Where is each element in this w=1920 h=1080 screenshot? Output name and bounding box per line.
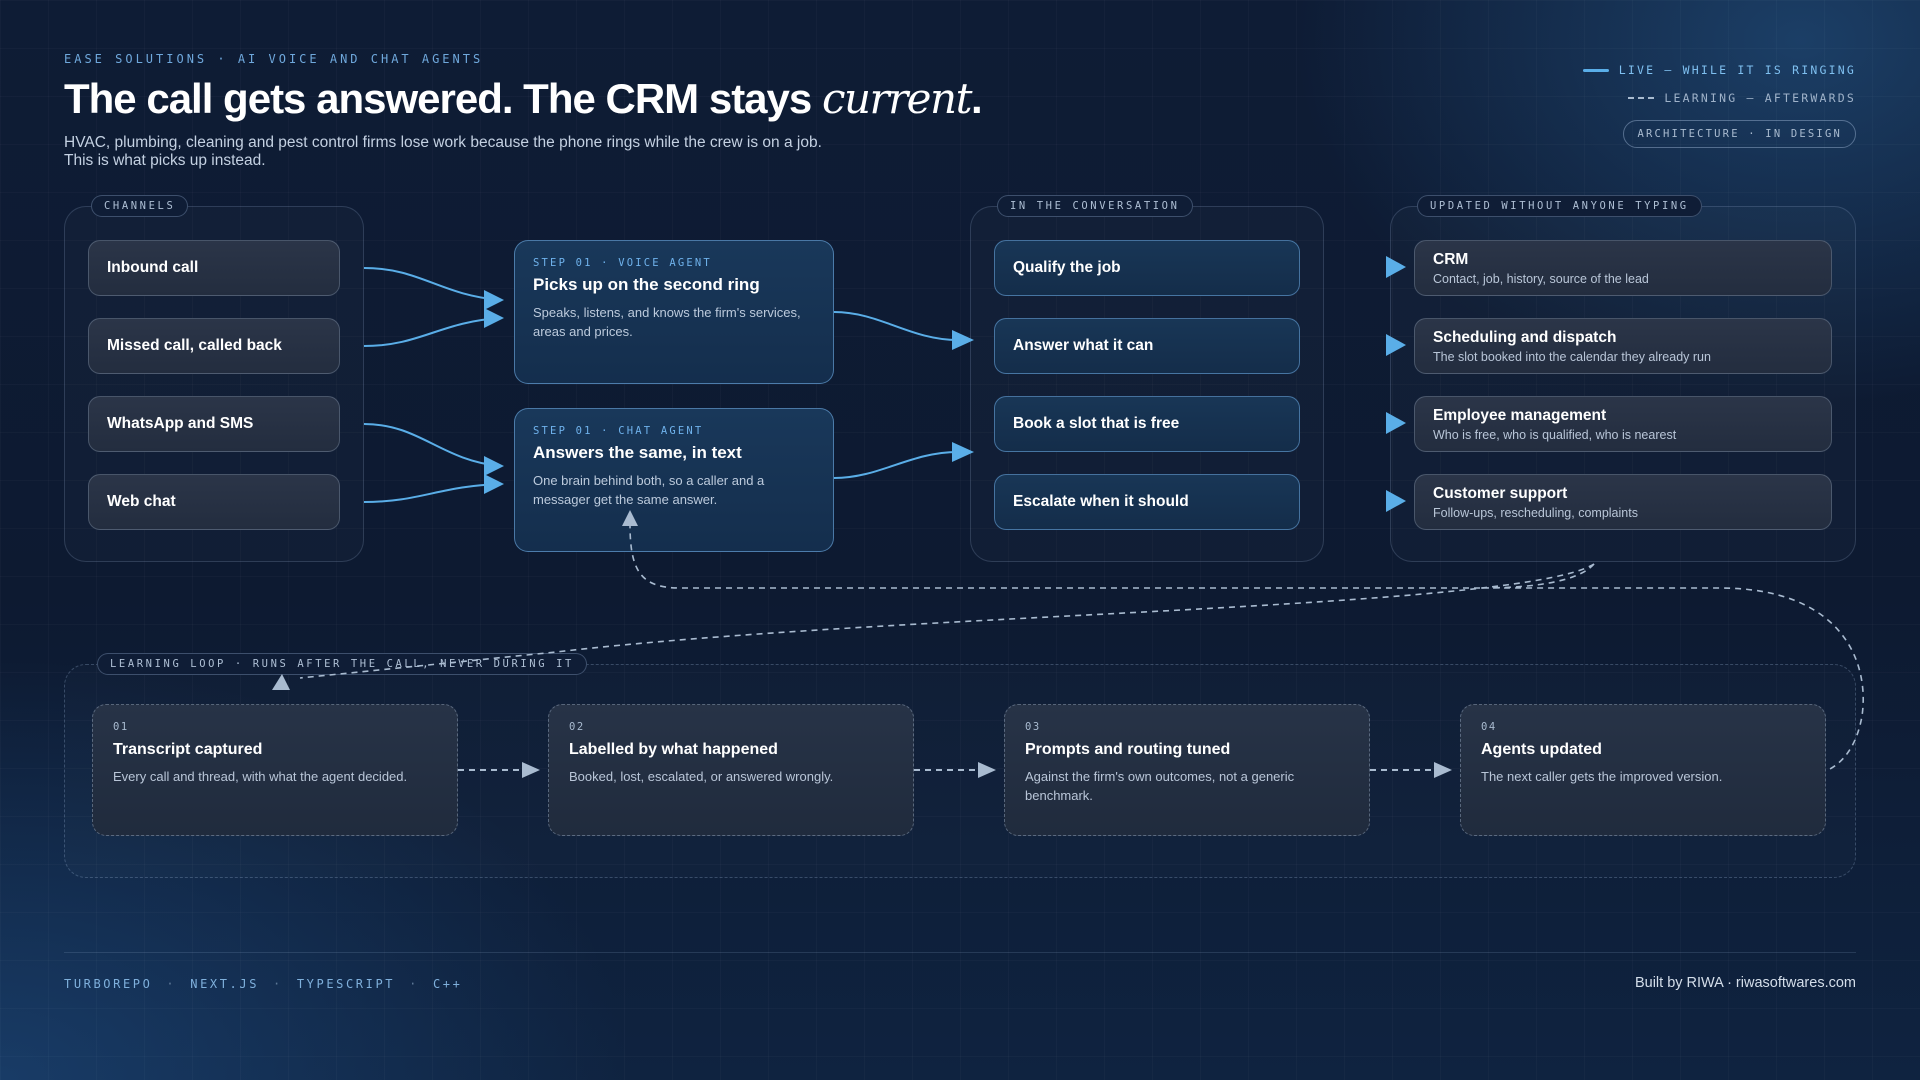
title-main: The call gets answered. The CRM stays bbox=[64, 75, 822, 122]
loop-step-card: 02 Labelled by what happened Booked, los… bbox=[548, 704, 914, 836]
tech-stack-separator: · bbox=[409, 977, 419, 991]
live-connector bbox=[363, 317, 501, 347]
channel-card: Missed call, called back bbox=[88, 318, 340, 374]
conversation-card: Qualify the job bbox=[994, 240, 1300, 296]
system-title: Scheduling and dispatch bbox=[1433, 328, 1617, 346]
updated-label: UPDATED WITHOUT ANYONE TYPING bbox=[1417, 195, 1702, 217]
page-title: The call gets answered. The CRM stays cu… bbox=[64, 74, 983, 123]
system-description: Follow-ups, rescheduling, complaints bbox=[1433, 505, 1638, 520]
channel-card: WhatsApp and SMS bbox=[88, 396, 340, 452]
system-title: Employee management bbox=[1433, 406, 1607, 424]
loop-step-description: Every call and thread, with what the age… bbox=[113, 769, 408, 784]
eyebrow: EASE SOLUTIONS · AI VOICE AND CHAT AGENT… bbox=[64, 52, 484, 66]
live-arrowhead bbox=[484, 290, 504, 310]
loop-step-title: Prompts and routing tuned bbox=[1025, 741, 1231, 758]
learning-loop-label: LEARNING LOOP · RUNS AFTER THE CALL, NEV… bbox=[97, 653, 587, 675]
legend-live-label: LIVE — WHILE IT IS RINGING bbox=[1618, 63, 1856, 77]
conversation-card: Answer what it can bbox=[994, 318, 1300, 374]
subtitle: HVAC, plumbing, cleaning and pest contro… bbox=[64, 134, 822, 169]
solid-line-swatch bbox=[1582, 68, 1609, 72]
conversation-card: Book a slot that is free bbox=[994, 396, 1300, 452]
system-description: Contact, job, history, source of the lea… bbox=[1433, 271, 1649, 286]
agent-step: STEP 01 · VOICE AGENT bbox=[533, 257, 712, 269]
loop-step-card: 03 Prompts and routing tuned Against the… bbox=[1004, 704, 1370, 836]
tech-stack-separator: · bbox=[273, 977, 283, 991]
voice-agent-card: STEP 01 · VOICE AGENT Picks up on the se… bbox=[514, 240, 834, 384]
channel-card: Web chat bbox=[88, 474, 340, 530]
live-connector bbox=[363, 483, 501, 503]
loop-step-title: Agents updated bbox=[1481, 741, 1602, 758]
loop-step-card: 01 Transcript captured Every call and th… bbox=[92, 704, 458, 836]
channel-label: Web chat bbox=[107, 493, 176, 510]
loop-step-description: Against the firm's own outcomes, not a g… bbox=[1025, 769, 1295, 803]
loop-step-number: 03 bbox=[1025, 721, 1041, 733]
channel-label: WhatsApp and SMS bbox=[107, 415, 254, 432]
system-card: Scheduling and dispatch The slot booked … bbox=[1414, 318, 1832, 374]
footer-divider bbox=[64, 952, 1856, 953]
tech-stack-separator: · bbox=[166, 977, 177, 991]
live-connector bbox=[363, 423, 501, 467]
conversation-label-text: Qualify the job bbox=[1013, 259, 1121, 276]
loop-step-title: Transcript captured bbox=[113, 741, 263, 758]
system-title: Customer support bbox=[1433, 484, 1568, 502]
channel-label: Inbound call bbox=[107, 259, 199, 276]
agent-title: Answers the same, in text bbox=[533, 443, 742, 462]
live-connector bbox=[833, 311, 959, 341]
conversation-label: IN THE CONVERSATION bbox=[997, 195, 1193, 217]
system-card: CRM Contact, job, history, source of the… bbox=[1414, 240, 1832, 296]
system-description: Who is free, who is qualified, who is ne… bbox=[1433, 427, 1677, 442]
agent-title: Picks up on the second ring bbox=[533, 275, 760, 294]
conversation-label-text: Escalate when it should bbox=[1013, 493, 1189, 510]
conversation-label-text: Answer what it can bbox=[1013, 337, 1154, 354]
loop-step-description: Booked, lost, escalated, or answered wro… bbox=[569, 769, 834, 784]
live-connector bbox=[833, 451, 959, 479]
live-arrowhead bbox=[484, 456, 504, 476]
title-end: . bbox=[970, 75, 983, 122]
system-title: CRM bbox=[1433, 250, 1469, 268]
conversation-label-text: Book a slot that is free bbox=[1013, 415, 1180, 432]
channel-label: Missed call, called back bbox=[107, 337, 282, 354]
conversation-card: Escalate when it should bbox=[994, 474, 1300, 530]
loop-step-card: 04 Agents updated The next caller gets t… bbox=[1460, 704, 1826, 836]
system-card: Customer support Follow-ups, reschedulin… bbox=[1414, 474, 1832, 530]
legend-learning: LEARNING — AFTERWARDS bbox=[1583, 84, 1856, 112]
tech-stack-item: NEXT.JS bbox=[190, 977, 260, 991]
live-arrowhead bbox=[484, 308, 504, 328]
channels-label: CHANNELS bbox=[91, 195, 189, 217]
live-arrowhead bbox=[484, 474, 504, 494]
legend: LIVE — WHILE IT IS RINGING LEARNING — AF… bbox=[1582, 56, 1856, 112]
dashed-line-swatch bbox=[1628, 97, 1655, 99]
loop-step-description: The next caller gets the improved versio… bbox=[1481, 769, 1723, 784]
updated-panel: UPDATED WITHOUT ANYONE TYPING bbox=[1390, 195, 1856, 562]
legend-live: LIVE — WHILE IT IS RINGING bbox=[1582, 56, 1856, 84]
agent-description: Speaks, listens, and knows the firm's se… bbox=[533, 305, 801, 339]
system-card: Employee management Who is free, who is … bbox=[1414, 396, 1832, 452]
channel-card: Inbound call bbox=[88, 240, 340, 296]
chat-agent-card: STEP 01 · CHAT AGENT Answers the same, i… bbox=[514, 408, 834, 552]
channels-panel: CHANNELS bbox=[64, 195, 364, 562]
loop-step-number: 02 bbox=[569, 721, 585, 733]
loop-step-number: 01 bbox=[113, 721, 129, 733]
legend-learning-label: LEARNING — AFTERWARDS bbox=[1664, 91, 1856, 105]
loop-step-number: 04 bbox=[1481, 721, 1497, 733]
system-description: The slot booked into the calendar they a… bbox=[1433, 349, 1711, 364]
live-connector bbox=[363, 267, 501, 301]
tech-stack-item: TYPESCRIPT bbox=[296, 977, 396, 991]
agent-description: One brain behind both, so a caller and a… bbox=[533, 473, 765, 507]
architecture-badge: ARCHITECTURE · IN DESIGN bbox=[1623, 120, 1856, 148]
tech-stack: TURBOREPO · NEXT.JS · TYPESCRIPT · C++ bbox=[64, 977, 462, 991]
agent-step: STEP 01 · CHAT AGENT bbox=[533, 425, 704, 437]
tech-stack-item: C++ bbox=[432, 977, 463, 991]
tech-stack-item: TURBOREPO bbox=[64, 977, 153, 991]
footer-credit: Built by RIWA · riwasoftwares.com bbox=[1634, 975, 1856, 991]
loop-step-title: Labelled by what happened bbox=[569, 741, 778, 758]
title-italic: current bbox=[821, 74, 973, 123]
